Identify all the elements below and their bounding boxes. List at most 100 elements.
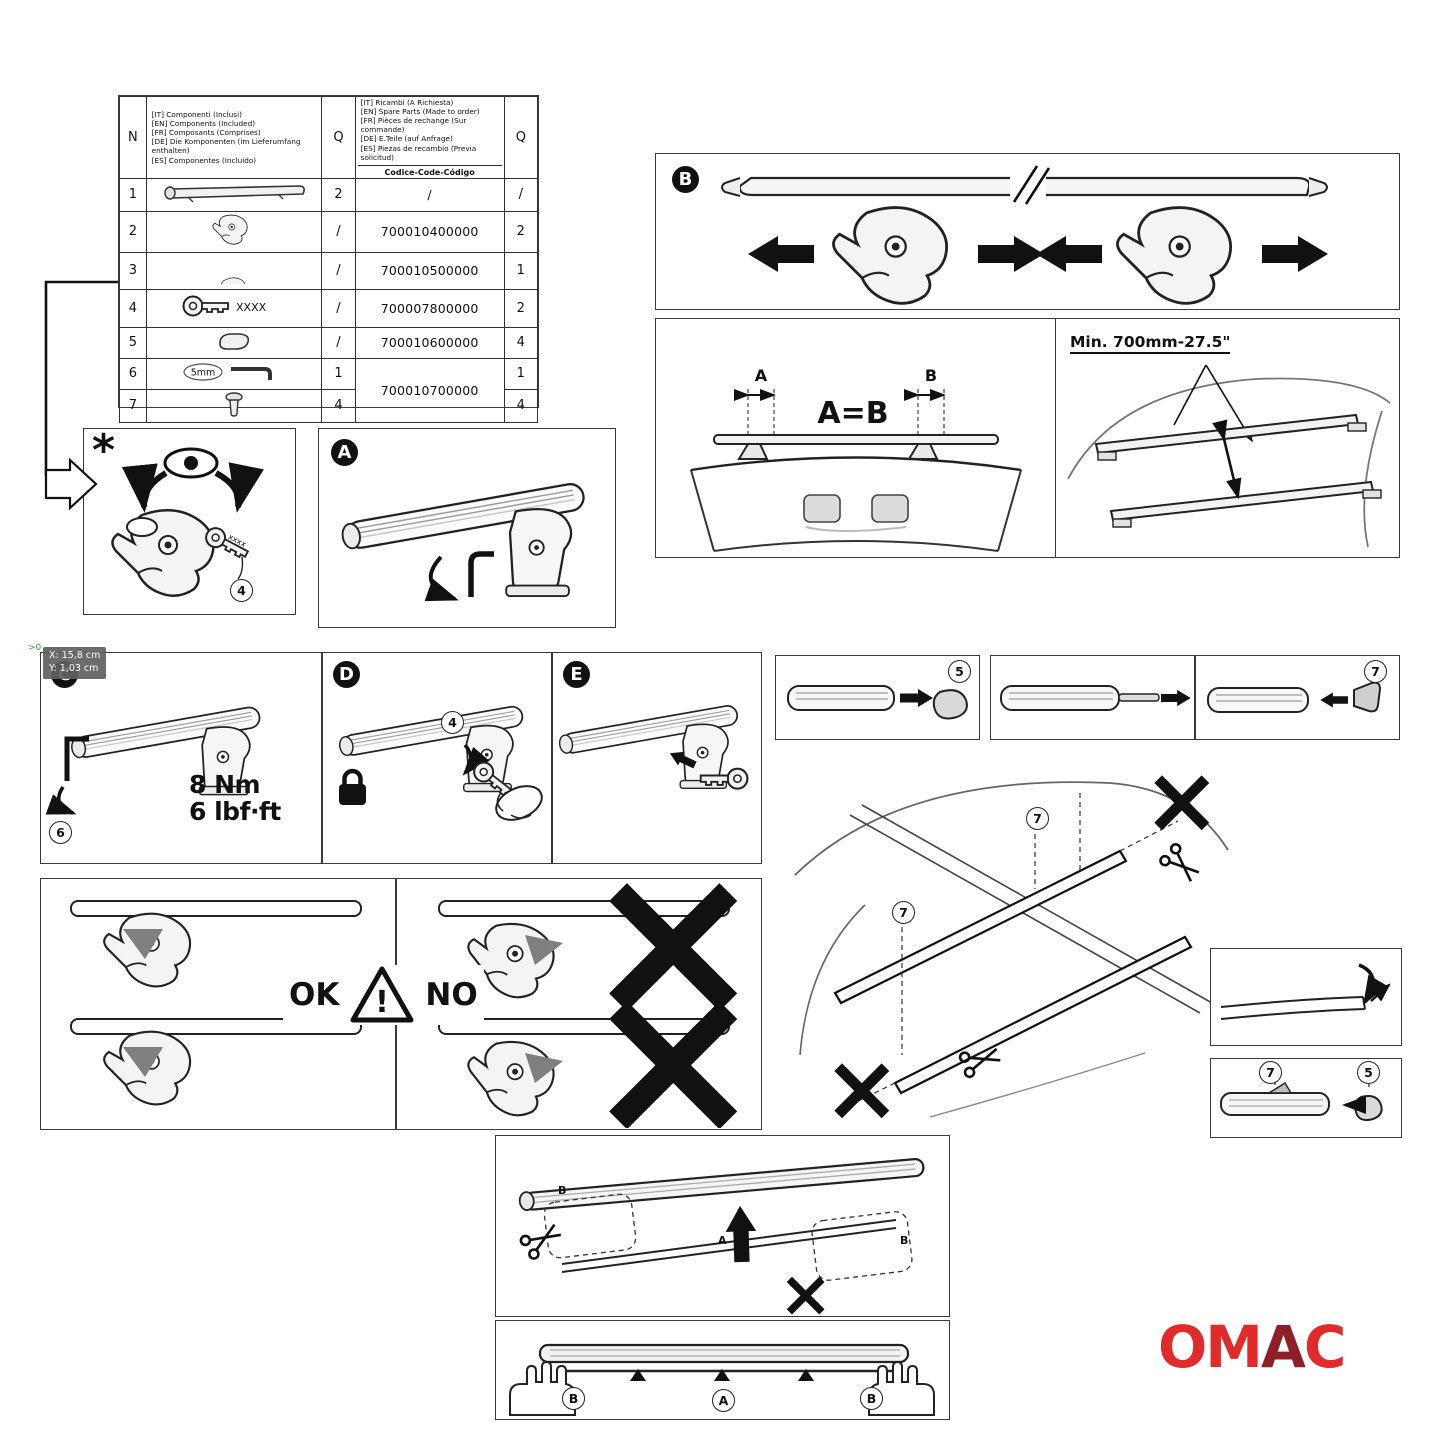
torque-nm: 8 Nm	[189, 770, 261, 799]
included-fr: [FR] Composants (Comprises)	[151, 128, 261, 138]
dim-b-label: B	[925, 366, 937, 385]
roof-overview-diagram: 7 7	[780, 755, 1240, 1125]
panel-overview-b: B	[655, 153, 1400, 310]
qty-cell: /	[321, 251, 356, 290]
press-strip-illustration	[509, 1343, 935, 1416]
install-b-right-label: B	[900, 1234, 909, 1247]
no-label: NO	[425, 977, 478, 1013]
code-cell: 700010500000	[354, 251, 505, 290]
logo-a: A	[1261, 1313, 1306, 1381]
panel-min-distance: Min. 700mm-27.5"	[1055, 318, 1400, 558]
tooltip-y: Y: 1,03 cm	[49, 662, 99, 674]
overview-b-illustration	[721, 165, 1328, 305]
callout-part-6: 6	[49, 821, 72, 844]
table-row: 3 / 700010500000 1	[119, 251, 539, 306]
tooltip-x: X: 15,8 cm	[49, 650, 101, 661]
spacing-illustration: A B A=B	[690, 366, 1022, 552]
qty-cell: 4	[503, 388, 539, 423]
qty-cell: 4	[321, 388, 356, 423]
qty-cell: 2	[321, 177, 356, 212]
col-n: N	[119, 96, 147, 179]
panel-endcap-5: 5	[775, 655, 980, 740]
cap-icon	[219, 332, 250, 350]
left-hand	[509, 1360, 576, 1416]
step-a-illustration	[339, 480, 587, 602]
step-c-illustration	[45, 704, 262, 815]
padlock-icon	[339, 768, 366, 805]
qty-cell: 4	[503, 326, 539, 359]
install-b-left-label: B	[558, 1184, 567, 1197]
n-cell: 7	[119, 388, 147, 423]
panel-ok-no: OK ! NO	[40, 878, 762, 1130]
callout-a: A	[712, 1389, 735, 1412]
qty-cell: 1	[503, 251, 539, 290]
strip-lift-illustration	[1220, 963, 1391, 1020]
aeb-equation: A=B	[817, 396, 888, 431]
strip-insert-illustration	[1000, 685, 1191, 711]
part-icon-key: XXXX	[145, 288, 323, 328]
panel-endpiece-7: 7	[1195, 655, 1400, 740]
stray-mark: >0	[28, 643, 42, 653]
badge-b: B	[672, 166, 699, 193]
ok-no-legend: OK ! NO	[283, 965, 484, 1025]
min-distance-illustration	[1067, 364, 1391, 548]
brand-logo: OMAC	[1158, 1318, 1346, 1376]
table-row: 6 5mm 1 700010700000 1	[119, 357, 539, 423]
endcap-5-illustration	[787, 676, 968, 720]
spare-it: [IT] Ricambi (A Richiesta)	[360, 98, 454, 107]
callout-part-7: 7	[1259, 1061, 1282, 1084]
key-icon: XXXX	[182, 295, 267, 317]
table-row: 5 / 700010600000 4	[119, 326, 539, 359]
callout-part-5: 5	[948, 660, 971, 683]
code-cell: /	[354, 177, 505, 212]
qty-cell: 1	[503, 357, 539, 390]
strip-install-illustration	[517, 1157, 925, 1315]
code-header: Codice-Code-Código	[357, 164, 502, 177]
key-marking: XXXX	[236, 301, 267, 314]
spare-fr: [FR] Pièces de rechange (Sur commande)	[360, 116, 467, 135]
panel-strip-install: B B A	[495, 1135, 950, 1317]
n-cell: 5	[119, 326, 147, 359]
code-cell: 700010600000	[354, 326, 505, 359]
panel-step-e: E	[552, 652, 762, 864]
panel-press-strip: B A B	[495, 1320, 950, 1420]
table-row: 1 2 / /	[119, 177, 539, 212]
table-row: 7 4 4	[119, 388, 539, 423]
panel-strip-lift	[1210, 948, 1402, 1046]
qty-cell: /	[321, 288, 356, 328]
step-d-illustration	[337, 704, 543, 821]
panel-spacing-aeb: A B A=B	[655, 318, 1056, 558]
col-q2: Q	[503, 96, 539, 179]
parts-table: N [IT] Componenti (Inclusi) [EN] Compone…	[118, 95, 539, 423]
ok-label: OK	[289, 977, 340, 1013]
logo-om: OM	[1158, 1313, 1263, 1381]
panel-strip-insert	[990, 655, 1195, 740]
code-cell: 700010400000	[354, 210, 505, 253]
callout-part-4: 4	[230, 579, 253, 602]
panel-step-a: A	[318, 428, 616, 628]
n-cell: 4	[119, 288, 147, 328]
part-icon-crossbar	[145, 177, 323, 212]
panel-endparts-7-5: 7 5	[1210, 1058, 1402, 1138]
spare-de: [DE] E.Teile (auf Anfrage)	[360, 134, 453, 144]
lock-detail-illustration: xxxx	[111, 447, 264, 597]
table-row: 2 / 700010400000 2	[119, 210, 539, 253]
part-icon-allen-key: 5mm	[145, 357, 323, 390]
spare-es: [ES] Piezas de recambio (Previa solicitu…	[360, 143, 477, 162]
clamp-icon	[212, 214, 248, 245]
included-de: [DE] Die Komponenten (im Lieferumfang en…	[151, 137, 301, 156]
torque-lbf: 6 lbf·ft	[189, 797, 281, 826]
badge-a: A	[331, 439, 358, 466]
col-spare: [IT] Ricambi (A Richiesta) [EN] Spare Pa…	[354, 96, 505, 179]
badge-d: D	[333, 661, 360, 688]
lock-clamp-icon	[214, 274, 249, 306]
callout-part-7: 7	[892, 901, 915, 924]
part-icon-bolt	[145, 388, 323, 423]
qty-cell: 1	[321, 357, 356, 390]
allen-key-icon: 5mm	[183, 363, 272, 381]
panel-step-c: C X: 15,8 cm Y: 1,03 cm 6 8 Nm 6 lbf·ft	[40, 647, 322, 864]
measure-tooltip: X: 15,8 cm Y: 1,03 cm	[43, 647, 107, 679]
part-icon-clamp	[145, 210, 323, 253]
callout-b-left: B	[562, 1387, 585, 1410]
